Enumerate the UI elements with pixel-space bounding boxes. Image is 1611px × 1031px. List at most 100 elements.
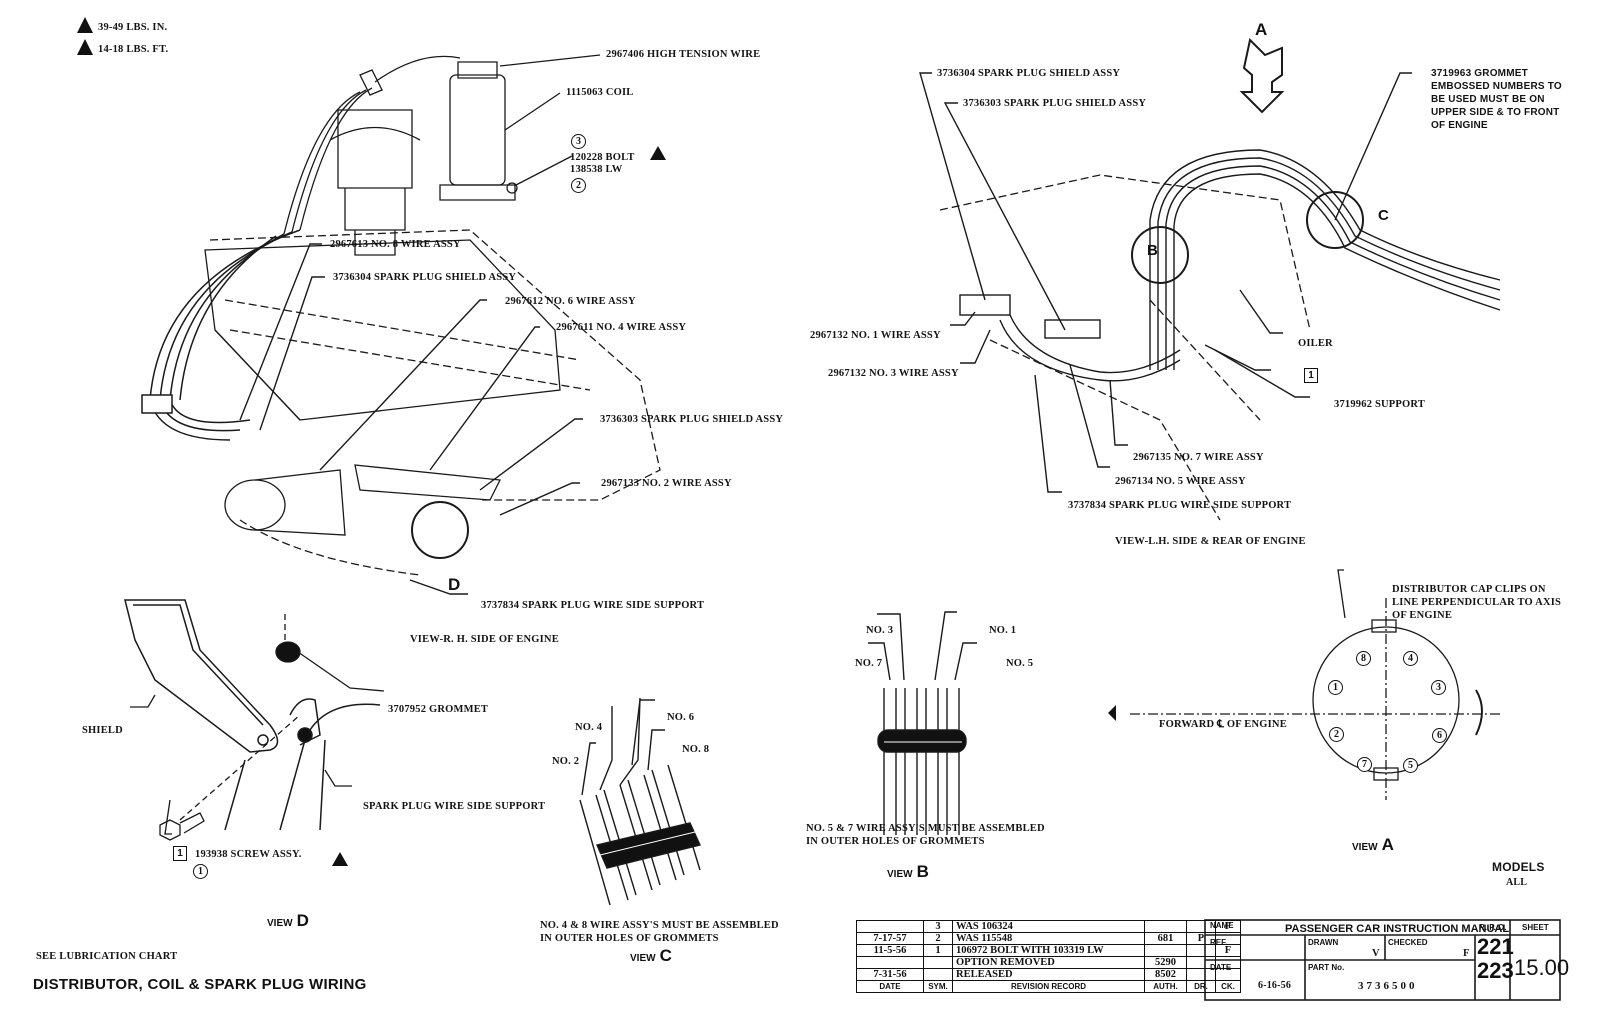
view-b-wire-no1: NO. 1 <box>989 625 1017 636</box>
cap-position-6: 6 <box>1432 728 1447 743</box>
view-a-arrow-label: A <box>1255 20 1268 39</box>
view-a-arrow-icon <box>1239 37 1285 114</box>
callout-lock-washer: 138538 LW <box>570 164 623 175</box>
revision-header-cell: SYM. <box>923 980 953 993</box>
title-block-sheet-value: 15.00 <box>1514 955 1570 980</box>
revision-cell-date: 11-5-56 <box>856 944 924 957</box>
lh-view-caption: VIEW-L.H. SIDE & REAR OF ENGINE <box>1115 536 1306 547</box>
grommet-part-illustration <box>275 641 301 663</box>
title-block-checked-label: CHECKED <box>1388 938 1428 947</box>
view-c-caption-letter: C <box>659 946 672 965</box>
title-block-date-label: DATE <box>1210 963 1232 972</box>
torque-triangle-icon <box>77 17 666 866</box>
models-value: ALL <box>1506 877 1528 888</box>
view-b-wire-no3: NO. 3 <box>866 625 894 636</box>
revision-cell-record: RELEASED <box>952 968 1145 981</box>
callout-grommet-3719963: 3719963 GROMMET EMBOSSED NUMBERS TO BE U… <box>1431 68 1562 131</box>
view-b-wire-no7: NO. 7 <box>855 658 883 669</box>
see-lubrication-chart: SEE LUBRICATION CHART <box>36 951 178 962</box>
revision-header-cell: CK. <box>1215 980 1241 993</box>
distributor-illustration <box>283 55 461 256</box>
revision-cell-auth <box>1144 920 1187 933</box>
title-block-drawn-value: V <box>1372 948 1380 959</box>
title-block-drawn-label: DRAWN <box>1308 938 1339 947</box>
view-c-wire-no4: NO. 4 <box>575 722 603 733</box>
cap-position-5: 5 <box>1403 758 1418 773</box>
revision-cell-record: WAS 106324 <box>952 920 1145 933</box>
title-block-sheet-label: SHEET <box>1522 923 1549 932</box>
screw-note-box: 1 <box>173 846 187 861</box>
cap-position-3: 3 <box>1431 680 1446 695</box>
title-block-ref-label: REF. <box>1210 938 1228 947</box>
callout-screw-assy: 193938 SCREW ASSY. <box>195 849 302 860</box>
lw-qty-badge: 2 <box>571 178 586 193</box>
view-d-caption-letter: D <box>296 911 309 930</box>
view-b-wire-no5: NO. 5 <box>1006 658 1034 669</box>
engine-block-lh-illustration <box>939 174 1311 521</box>
callout-lh-shield-3736304: 3736304 SPARK PLUG SHIELD ASSY <box>937 68 1121 79</box>
revision-cell-record: WAS 115548 <box>952 932 1145 945</box>
callout-support-3719962: 3719962 SUPPORT <box>1334 399 1426 410</box>
revision-cell-auth: 681 <box>1144 932 1187 945</box>
revision-header-cell: AUTH. <box>1144 980 1187 993</box>
revision-cell-record: 106972 BOLT WITH 103319 LW <box>952 944 1145 957</box>
callout-wire-8: 2967613 NO. 8 WIRE ASSY <box>330 239 461 250</box>
revision-cell-date: 7-17-57 <box>856 932 924 945</box>
leader-lines-view-d <box>130 612 385 835</box>
revision-cell-auth <box>1144 944 1187 957</box>
view-b-caption-letter: B <box>916 862 929 881</box>
cap-position-1: 1 <box>1328 680 1343 695</box>
torque-legend-1: 39-49 LBS. IN. <box>98 22 168 33</box>
callout-wire-7: 2967135 NO. 7 WIRE ASSY <box>1133 452 1264 463</box>
revision-cell-sym: 3 <box>923 920 953 933</box>
cap-position-7: 7 <box>1357 757 1372 772</box>
callout-wire-6: 2967612 NO. 6 WIRE ASSY <box>505 296 636 307</box>
title-block-checked-value: F <box>1463 948 1470 959</box>
title-block-date-value: 6-16-56 <box>1258 980 1292 991</box>
torque-legend-2: 14-18 LBS. FT. <box>98 44 169 55</box>
revision-cell-date <box>856 920 924 933</box>
revision-cell-record: OPTION REMOVED <box>952 956 1145 969</box>
callout-wire-3: 2967132 NO. 3 WIRE ASSY <box>828 368 959 379</box>
view-d-caption-word: VIEW <box>267 918 293 929</box>
view-c-caption-word: VIEW <box>630 953 656 964</box>
title-block-rpo-label: R. P. O. <box>1479 923 1507 932</box>
revision-cell-date: 7-31-56 <box>856 968 924 981</box>
view-b-note: NO. 5 & 7 WIRE ASSY'S MUST BE ASSEMBLED … <box>806 823 1045 847</box>
callout-side-support: 3737834 SPARK PLUG WIRE SIDE SUPPORT <box>481 600 705 611</box>
cap-position-2: 2 <box>1329 727 1344 742</box>
view-c-note: NO. 4 & 8 WIRE ASSY'S MUST BE ASSEMBLED … <box>540 920 779 944</box>
revision-cell-sym <box>923 956 953 969</box>
revision-cell-date <box>856 956 924 969</box>
rh-view-caption: VIEW-R. H. SIDE OF ENGINE <box>410 634 559 645</box>
coil-illustration <box>439 54 601 201</box>
spark-plug-wires-lh <box>959 149 1501 382</box>
view-a-caption-letter: A <box>1381 835 1394 854</box>
title-block-name-label: NAME <box>1210 921 1234 930</box>
valve-cover-illustration <box>204 239 561 421</box>
screw-qty-badge: 1 <box>193 864 208 879</box>
support-part-illustration <box>224 698 381 831</box>
callout-wire-side-support: SPARK PLUG WIRE SIDE SUPPORT <box>363 801 546 812</box>
detail-d-marker: D <box>448 575 461 594</box>
revision-cell-auth: 8502 <box>1144 968 1187 981</box>
callout-shield-3736303: 3736303 SPARK PLUG SHIELD ASSY <box>600 414 784 425</box>
view-b-caption-word: VIEW <box>887 869 913 880</box>
view-c-grommet-illustration <box>579 697 701 906</box>
cap-position-4: 4 <box>1403 651 1418 666</box>
detail-circles-lh <box>1131 191 1364 284</box>
title-block-rpo-1: 221 <box>1477 934 1514 959</box>
view-b-grommet-illustration <box>868 611 977 835</box>
models-label: MODELS <box>1492 860 1545 874</box>
view-a-cap-note: DISTRIBUTOR CAP CLIPS ON LINE PERPENDICU… <box>1392 584 1562 621</box>
callout-shield-3736304: 3736304 SPARK PLUG SHIELD ASSY <box>333 272 517 283</box>
callout-wire-1: 2967132 NO. 1 WIRE ASSY <box>810 330 941 341</box>
view-c-wire-no8: NO. 8 <box>682 744 710 755</box>
title-block-part-value: 3736500 <box>1358 980 1418 992</box>
